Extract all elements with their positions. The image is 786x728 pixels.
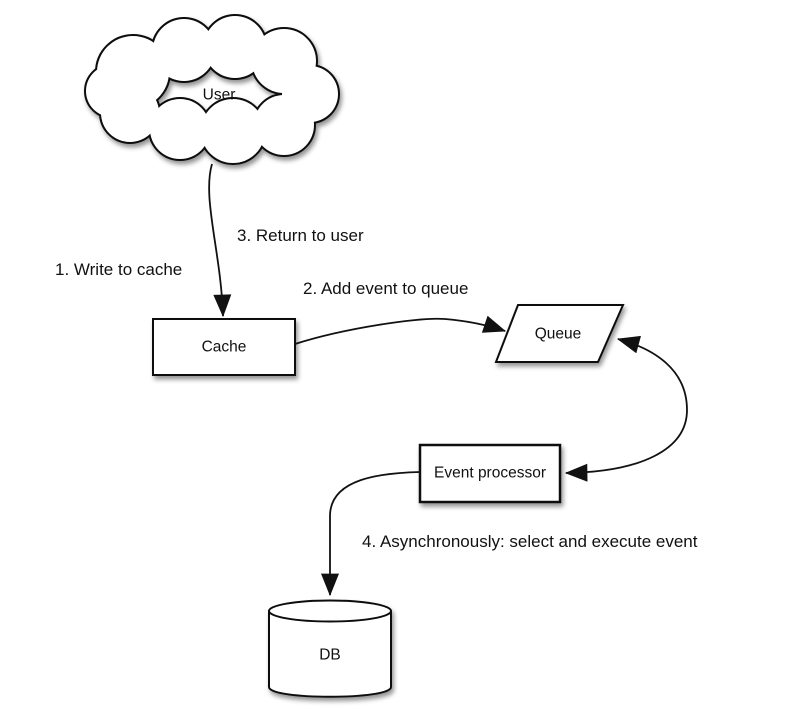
edge-label-return-to-user: 3. Return to user — [237, 226, 364, 245]
db-node-label: DB — [319, 646, 341, 664]
edge-label-write-to-cache: 1. Write to cache — [55, 260, 183, 279]
event-processor-node-label: Event processor — [434, 464, 546, 482]
queue-node-label: Queue — [534, 325, 582, 343]
edge-user-to-cache — [208, 163, 232, 318]
edge-label-async-select-execute: 4. Asynchronously: select and execute ev… — [362, 532, 698, 551]
user-node-label: User — [202, 86, 236, 104]
edge-cache-to-queue — [294, 315, 507, 345]
cache-box-shape — [152, 318, 296, 376]
db-cylinder-shape — [268, 599, 392, 698]
event-processor-box-shape — [418, 443, 562, 504]
cache-node-label: Cache — [201, 338, 247, 356]
edge-label-add-event-to-queue: 2. Add event to queue — [303, 279, 469, 298]
edge-queue-event-processor — [564, 335, 688, 482]
user-cloud-shape — [84, 14, 340, 165]
edge-event-processor-to-db — [321, 471, 421, 597]
